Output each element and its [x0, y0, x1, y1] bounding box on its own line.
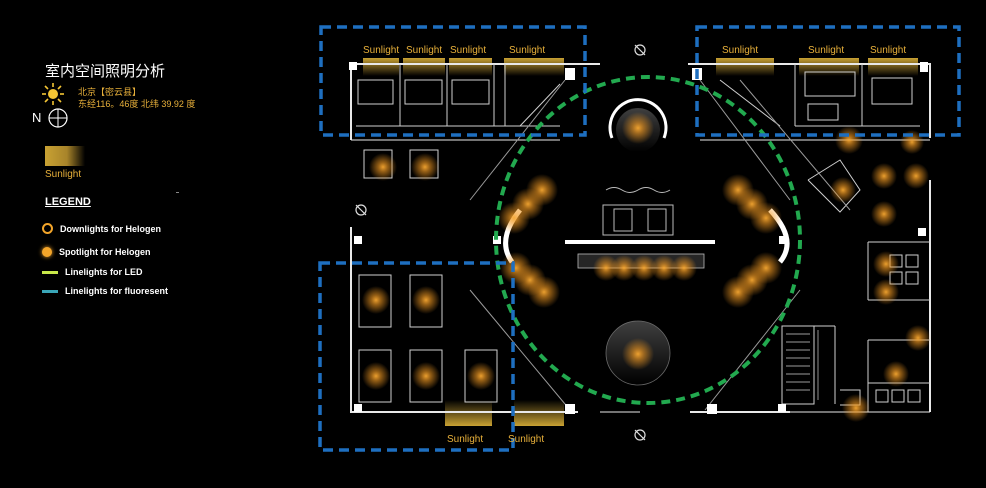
spotlight-cluster-right-service [830, 126, 931, 422]
page-title: 室内空间照明分析 [45, 63, 166, 80]
legend-item-fluorescent: Linelights for fluoresent [42, 286, 168, 296]
sunlight-swatch [45, 146, 85, 166]
dot-marker-icon [42, 247, 52, 257]
led-line-icon [42, 270, 58, 274]
spotlight-cluster-left-arc [498, 174, 560, 308]
sunlight-bands-top [363, 58, 918, 76]
daylight-zones [318, 25, 961, 452]
circulation-ring [494, 75, 802, 405]
rooms-right-service [781, 159, 930, 412]
legend-item-label: Downlights for Helogen [60, 223, 161, 234]
legend-item-downlights: Downlights for Helogen [42, 223, 161, 234]
circle-exhibit-top [608, 98, 668, 139]
legend-item-spotlights: Spotlight for Helogen [42, 247, 151, 257]
rooms-top-left [356, 64, 561, 127]
legend-item-label: Spotlight for Helogen [59, 247, 151, 257]
sunlight-label: Sunlight [406, 45, 442, 56]
entrance-left-icon [355, 204, 367, 216]
sunlight-label: Sunlight [808, 45, 844, 56]
entrance-bottom-icon [634, 429, 646, 441]
sunlight-label: Sunlight [450, 45, 486, 56]
legend-item-label: Linelights for LED [65, 267, 143, 277]
location-name: 北京【密云县】 [78, 87, 142, 97]
location-coordinates: 东经116。46度 北纬 39.92 度 [78, 99, 196, 109]
north-arrow-icon [48, 108, 68, 128]
sunlight-label: Sunlight [363, 45, 399, 56]
spotlight-top-circle [622, 112, 654, 144]
spotlight-cluster-right-arc [722, 174, 782, 308]
spotlights [362, 112, 931, 422]
zone-top-right [695, 25, 961, 137]
spotlight-bottom-circle [622, 338, 654, 370]
entrance-markers [355, 44, 646, 441]
zone-bottom-left [318, 261, 515, 452]
legend-item-label: Linelights for fluoresent [65, 286, 169, 296]
ring-marker-icon [42, 223, 53, 234]
sunlight-swatch-label: Sunlight [45, 169, 82, 180]
spotlight-cluster-bottom-left [362, 286, 495, 390]
sunlight-label: Sunlight [722, 45, 758, 56]
staircase [786, 330, 819, 400]
decorative-tick [176, 192, 179, 193]
north-label: N [32, 110, 42, 125]
sun-icon [42, 83, 64, 105]
spotlight-row-center [593, 255, 697, 281]
sunlight-labels: Sunlight Sunlight Sunlight Sunlight Sunl… [363, 45, 906, 445]
sunlight-label: Sunlight [509, 45, 545, 56]
zone-top-left [319, 25, 587, 137]
entrance-top-icon [634, 44, 646, 56]
sunlight-label: Sunlight [447, 434, 483, 445]
tables-bottom-left [358, 274, 498, 403]
rooms-top-right [719, 64, 920, 127]
building-walls [350, 63, 931, 413]
legend-title: LEGEND [45, 196, 91, 208]
spotlight-cluster-top-left [369, 153, 439, 181]
sunlight-label: Sunlight [870, 45, 906, 56]
fluorescent-line-icon [42, 289, 58, 293]
sunlight-label: Sunlight [508, 434, 544, 445]
legend-item-led: Linelights for LED [42, 267, 143, 277]
